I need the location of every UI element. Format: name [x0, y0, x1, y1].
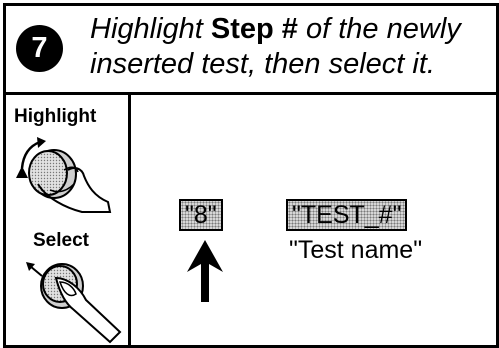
rotate-knob-icon	[16, 137, 112, 213]
instruction-line-2: inserted test, then select it.	[90, 48, 435, 80]
rotation-arrowhead	[16, 166, 28, 178]
pressing-finger	[54, 276, 122, 344]
column-divider	[128, 95, 131, 345]
select-label: Select	[33, 230, 89, 251]
test-name-text: "Test name"	[289, 236, 423, 264]
rotation-arrowhead	[37, 137, 46, 148]
card-border	[3, 3, 499, 348]
instruction-text: Highlight Step # of the newly inserted t…	[90, 12, 490, 82]
instruction-prefix: Highlight	[90, 13, 203, 45]
knob-face	[28, 150, 68, 196]
fingernail	[58, 281, 77, 297]
hand-outline	[37, 167, 112, 213]
press-arrowhead	[26, 262, 35, 271]
instruction-line-1: Highlight Step # of the newly	[90, 12, 490, 47]
highlighted-step-value[interactable]: "8"	[179, 199, 223, 231]
rotation-arc	[20, 140, 41, 169]
instruction-line1-suffix: of the newly	[306, 13, 461, 45]
header-divider	[3, 92, 499, 95]
finger-line	[49, 183, 75, 193]
instruction-emphasis: Step #	[210, 13, 298, 45]
highlight-label: Highlight	[14, 106, 97, 127]
up-arrow-icon	[187, 240, 223, 302]
step-number-badge: 7	[16, 25, 63, 72]
thumb-line	[63, 166, 79, 173]
step-number: 7	[31, 32, 48, 64]
press-direction-line	[29, 265, 43, 277]
highlighted-test-id: "TEST_#"	[286, 199, 408, 231]
press-knob-icon	[26, 262, 122, 344]
